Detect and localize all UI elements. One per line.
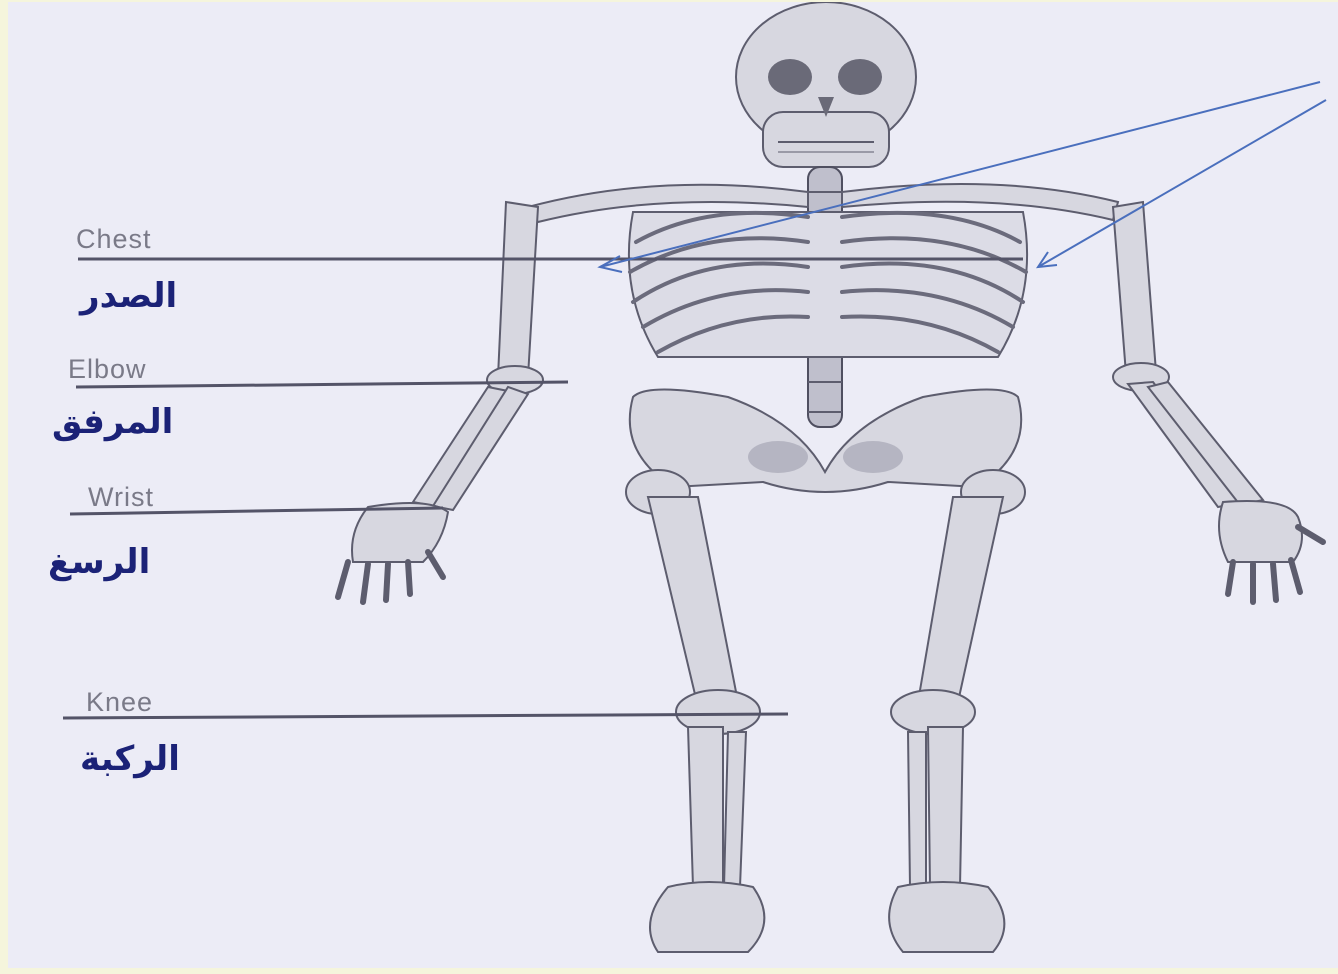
elbow-label-en: Elbow xyxy=(68,354,147,385)
knee-label-en: Knee xyxy=(86,687,153,718)
right-leg xyxy=(889,470,1025,952)
wrist-label-en: Wrist xyxy=(88,482,154,513)
skeleton-illustration xyxy=(8,2,1338,968)
left-arm xyxy=(338,202,543,602)
rib-cage xyxy=(629,212,1027,357)
chest-label-en: Chest xyxy=(76,224,152,255)
diagram-canvas: Chest الصدر Elbow المرفق Wrist الرسغ Kne… xyxy=(8,2,1338,968)
elbow-label-ar: المرفق xyxy=(52,402,173,442)
skull xyxy=(736,2,916,167)
wrist-label-ar: الرسغ xyxy=(48,542,150,582)
chest-label-ar: الصدر xyxy=(80,276,177,316)
knee-label-ar: الركبة xyxy=(80,739,180,779)
right-arm xyxy=(1113,202,1323,602)
left-leg xyxy=(626,470,764,952)
